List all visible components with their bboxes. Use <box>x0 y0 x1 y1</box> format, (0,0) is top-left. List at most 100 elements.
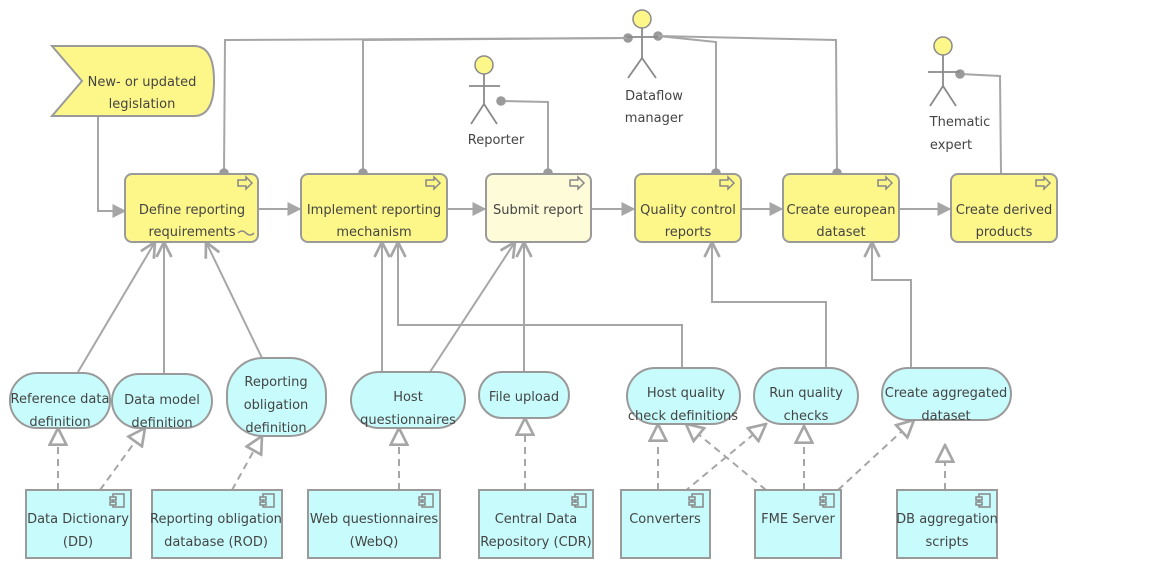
service-label-line2: checks <box>784 409 829 424</box>
service-create-aggregated-dataset[interactable]: Create aggregated dataset <box>881 367 1012 424</box>
service-label-line3: definition <box>245 421 306 436</box>
service-label-line1: Reference data <box>11 392 110 407</box>
service-label-line2: definition <box>29 415 90 430</box>
trigger-legislation-define <box>97 116 127 218</box>
process-label-line1: Implement reporting <box>307 203 441 218</box>
service-label-line2: obligation <box>244 398 309 413</box>
process-label-line2: mechanism <box>336 225 411 240</box>
component-label-line2: database (ROD) <box>164 535 268 550</box>
process-icon <box>425 175 442 191</box>
link-icon <box>237 230 255 236</box>
used-by-hostqc-implement <box>398 242 683 368</box>
process-label-line1: Create derived <box>956 203 1052 218</box>
actor-reporter[interactable]: Reporter <box>468 55 525 148</box>
component-label-line1: FME Server <box>761 512 835 527</box>
service-reference-data-definition[interactable]: Reference data definition <box>9 372 111 430</box>
actor-label-line2: manager <box>625 111 684 126</box>
component-fme-server[interactable]: FME Server <box>754 489 842 559</box>
component-label-line1: DB aggregation <box>896 512 998 527</box>
service-label-line1: Data model <box>124 393 200 408</box>
realize-fme-aggregate <box>837 420 914 491</box>
component-converters[interactable]: Converters <box>620 489 711 559</box>
process-icon <box>237 175 254 191</box>
process-create-european-dataset[interactable]: Create european dataset <box>782 173 900 243</box>
service-host-questionnaires[interactable]: Host questionnaires <box>350 371 466 429</box>
component-central-data-repository[interactable]: Central Data Repository (CDR) <box>478 489 594 559</box>
service-label-line1: Run quality <box>769 386 843 401</box>
actor-dataflow-manager[interactable]: Dataflow manager <box>625 9 684 126</box>
actor-icon <box>928 36 960 107</box>
service-file-upload[interactable]: File upload <box>478 371 570 419</box>
service-label-line2: definition <box>131 416 192 431</box>
component-label-line1: Converters <box>629 512 701 527</box>
service-label-line1: File upload <box>489 390 559 405</box>
component-data-dictionary[interactable]: Data Dictionary (DD) <box>25 489 132 559</box>
process-icon <box>1035 175 1052 191</box>
component-web-questionnaires[interactable]: Web questionnaires (WebQ) <box>307 489 441 559</box>
assign-dfm-implement <box>358 37 629 178</box>
process-define-reporting-requirements[interactable]: Define reporting requirements <box>124 173 259 243</box>
component-label-line1: Data Dictionary <box>27 512 129 527</box>
actor-label-line1: Thematic <box>929 115 991 130</box>
process-quality-control-reports[interactable]: Quality control reports <box>634 173 742 243</box>
service-data-model-definition[interactable]: Data model definition <box>111 373 213 431</box>
actor-thematic-expert[interactable]: Thematic expert <box>928 36 991 153</box>
component-icon <box>259 493 275 508</box>
service-reporting-obligation-definition[interactable]: Reporting obligation definition <box>226 357 327 437</box>
process-icon <box>877 175 894 191</box>
service-label-line2: questionnaires <box>360 413 456 428</box>
used-by-refdata-define <box>77 242 155 373</box>
component-icon <box>109 493 125 508</box>
component-label-line2: (DD) <box>63 535 93 550</box>
component-icon <box>975 493 991 508</box>
service-run-quality-checks[interactable]: Run quality checks <box>753 367 859 425</box>
event-label-line2: legislation <box>109 97 176 112</box>
assign-dfm-define <box>219 33 633 178</box>
process-submit-report[interactable]: Submit report <box>485 173 592 243</box>
process-label-line1: Submit report <box>493 203 583 218</box>
service-label-line1: Host <box>393 390 423 405</box>
process-label-line1: Define reporting <box>139 203 245 218</box>
process-label-line2: reports <box>665 225 712 240</box>
service-host-quality-check-definitions[interactable]: Host quality check definitions <box>626 367 741 425</box>
service-label-line2: dataset <box>921 409 970 424</box>
process-label-line1: Create european <box>786 203 895 218</box>
component-icon <box>819 493 835 508</box>
component-label-line1: Reporting obligation <box>150 512 282 527</box>
assign-thematic-derived <box>955 69 1002 174</box>
process-label-line2: requirements <box>149 225 236 240</box>
component-label-line2: (WebQ) <box>350 535 399 550</box>
assign-dfm-qc <box>653 31 721 178</box>
event-label-line1: New- or updated <box>88 75 197 90</box>
component-reporting-obligation-database[interactable]: Reporting obligation database (ROD) <box>150 489 283 559</box>
realize-dd-datamodel <box>99 428 145 491</box>
realize-converters-runqc <box>683 424 766 493</box>
actor-label-line1: Dataflow <box>625 89 683 104</box>
connectors <box>58 31 1002 493</box>
service-label-line2: check definitions <box>628 409 738 424</box>
component-icon <box>571 493 587 508</box>
component-label-line1: Web questionnaires <box>310 512 439 527</box>
service-label-line1: Reporting <box>244 375 307 390</box>
actor-label-line2: expert <box>930 138 972 153</box>
realize-fme-hostqc <box>686 424 767 491</box>
actor-label-line1: Reporter <box>468 133 525 148</box>
component-label-line2: Repository (CDR) <box>480 535 592 550</box>
process-label-line2: dataset <box>816 225 865 240</box>
component-icon <box>418 493 434 508</box>
process-create-derived-products[interactable]: Create derived products <box>950 173 1058 243</box>
process-implement-reporting-mechanism[interactable]: Implement reporting mechanism <box>300 173 448 243</box>
used-by-aggregate-european <box>872 242 912 368</box>
used-by-runqc-qc <box>712 242 827 368</box>
process-icon <box>569 175 586 191</box>
process-icon <box>719 175 736 191</box>
component-label-line2: scripts <box>926 535 969 550</box>
component-db-aggregation-scripts[interactable]: DB aggregation scripts <box>896 489 998 559</box>
component-label-line1: Central Data <box>495 512 578 527</box>
event-legislation[interactable]: New- or updated legislation <box>49 45 216 117</box>
actor-icon <box>626 9 658 79</box>
actor-icon <box>469 55 500 125</box>
used-by-rod-define <box>206 242 263 359</box>
component-icon <box>688 493 704 508</box>
